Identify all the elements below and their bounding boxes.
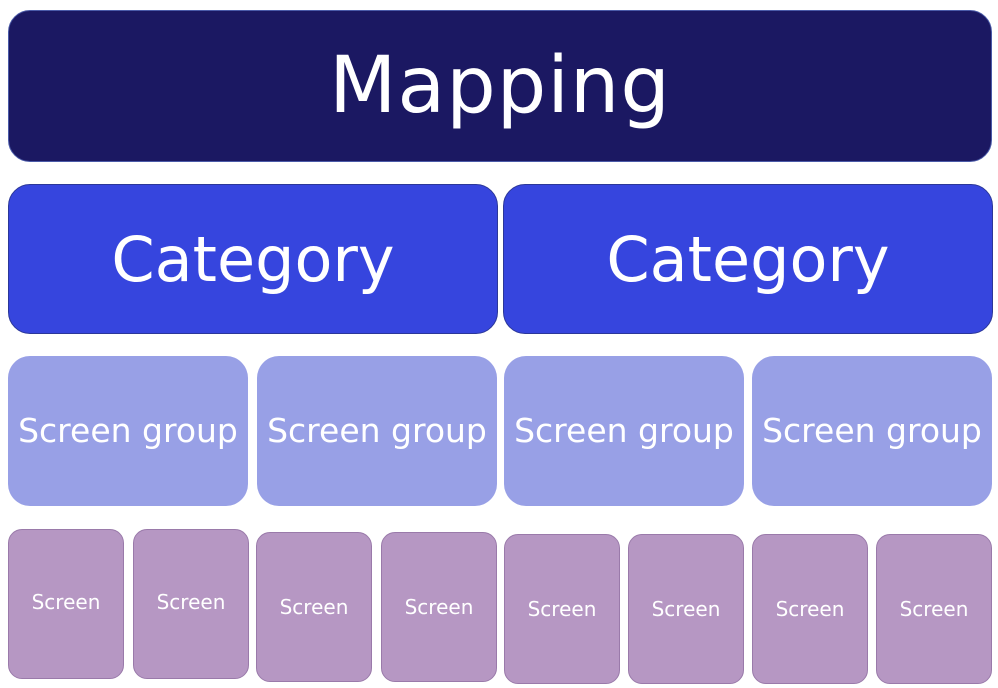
screen-group-box: Screen group: [8, 356, 248, 506]
screen-box: Screen: [256, 532, 372, 682]
screen-group-label: Screen group: [18, 411, 238, 451]
screen-group-label: Screen group: [267, 411, 487, 451]
screen-label: Screen: [279, 595, 349, 619]
screen-box: Screen: [381, 532, 497, 682]
screen-group-label: Screen group: [514, 411, 734, 451]
screen-label: Screen: [404, 595, 474, 619]
screen-label: Screen: [156, 590, 226, 614]
screen-group-label: Screen group: [762, 411, 982, 451]
screen-box: Screen: [504, 534, 620, 684]
screen-label: Screen: [31, 590, 101, 614]
screen-box: Screen: [133, 529, 249, 679]
screen-label: Screen: [527, 597, 597, 621]
screen-box: Screen: [876, 534, 992, 684]
screen-label: Screen: [775, 597, 845, 621]
category-label: Category: [606, 222, 890, 296]
category-box: Category: [8, 184, 498, 334]
screen-label: Screen: [651, 597, 721, 621]
screen-group-box: Screen group: [257, 356, 497, 506]
screen-group-box: Screen group: [504, 356, 744, 506]
category-label: Category: [111, 222, 395, 296]
screen-box: Screen: [8, 529, 124, 679]
mapping-label: Mapping: [329, 41, 671, 131]
screen-box: Screen: [752, 534, 868, 684]
screen-group-box: Screen group: [752, 356, 992, 506]
screen-label: Screen: [899, 597, 969, 621]
mapping-box: Mapping: [8, 10, 992, 162]
screen-box: Screen: [628, 534, 744, 684]
category-box: Category: [503, 184, 993, 334]
